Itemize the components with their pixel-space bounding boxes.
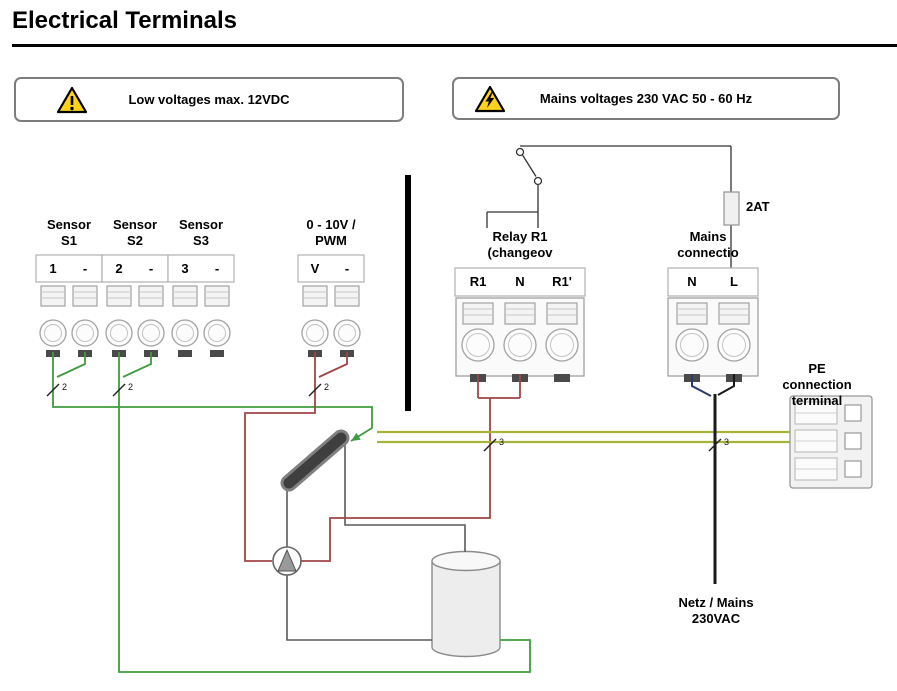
wire-count-mains: 3 — [724, 437, 730, 447]
divider-bar — [405, 175, 411, 411]
terminal-unit — [137, 285, 165, 357]
pin-label-relay-r1p: R1' — [552, 274, 572, 289]
netz-mains-label: Netz / Mains 230VAC — [678, 595, 754, 626]
pin-label-mains-n: N — [687, 274, 697, 289]
lightning-warning-icon — [474, 85, 506, 118]
pin-label-relay-n: N — [515, 274, 525, 289]
label-box-mains — [667, 267, 759, 297]
group-label-mains: Mains connectio — [677, 229, 739, 260]
title-rule — [12, 44, 897, 47]
pump — [272, 546, 302, 576]
group-label-relay: Relay R1 (changeov — [487, 229, 553, 260]
label-box-sensor1 — [35, 254, 103, 283]
wire-count-slashes — [46, 383, 722, 452]
wire-count-s1: 2 — [62, 382, 68, 392]
terminal-unit — [545, 302, 579, 382]
relay-switch-circuit — [486, 145, 732, 268]
wire-sensor-s2 — [118, 352, 531, 673]
pe-terminal-block — [789, 395, 873, 489]
group-label-pwm: 0 - 10V / PWM — [306, 217, 356, 248]
page-title: Electrical Terminals — [12, 7, 237, 34]
pin-label-s3-3: 3 — [181, 261, 189, 276]
mains-warning-text: Mains voltages 230 VAC 50 - 60 Hz — [539, 91, 753, 106]
pin-label-s3-m: - — [214, 261, 220, 276]
label-box-relay — [454, 267, 586, 297]
warning-triangle-icon — [56, 86, 88, 119]
pin-label-s2-2: 2 — [115, 261, 123, 276]
terminal-unit — [71, 285, 99, 357]
pin-label-mains-l: L — [730, 274, 738, 289]
mains-warning-box: Mains voltages 230 VAC 50 - 60 Hz — [452, 77, 840, 120]
pin-label-s1-1: 1 — [49, 261, 57, 276]
group-label-sensor2: Sensor S2 — [112, 217, 158, 248]
label-box-pwm — [297, 254, 365, 283]
group-label-sensor1: Sensor S1 — [46, 217, 92, 248]
wire-sensor-s1 — [52, 352, 373, 442]
terminal-unit — [105, 285, 133, 357]
wire-pwm — [244, 352, 348, 562]
group-label-sensor3: Sensor S3 — [178, 217, 224, 248]
pin-label-s2-m: - — [148, 261, 154, 276]
storage-tank — [431, 550, 501, 658]
pipes — [286, 442, 466, 641]
pin-label-pwm-m: - — [344, 261, 350, 276]
group-label-pe: PE connection terminal — [782, 361, 852, 408]
terminal-unit — [171, 285, 199, 357]
terminal-unit — [675, 302, 709, 382]
low-voltage-warning-text: Low voltages max. 12VDC — [128, 92, 290, 107]
terminal-unit — [39, 285, 67, 357]
wire-mains-neutral — [691, 374, 712, 397]
terminal-units — [39, 285, 751, 382]
terminal-unit — [333, 285, 361, 357]
wire-relay-r1 — [301, 374, 521, 562]
terminal-label-boxes — [35, 254, 759, 297]
wire-pe — [377, 430, 790, 444]
label-box-sensor2 — [101, 254, 169, 283]
wire-count-relay: 3 — [499, 437, 505, 447]
terminal-unit — [203, 285, 231, 357]
pin-label-s1-m: - — [82, 261, 88, 276]
fuse-2at — [723, 191, 740, 226]
solar-collector — [280, 429, 350, 492]
wire-count-pwm: 2 — [324, 382, 330, 392]
pin-label-relay-r1: R1 — [469, 274, 487, 289]
wire-count-s2: 2 — [128, 382, 134, 392]
collector-sensor-arrowhead — [351, 432, 361, 441]
fuse-label: 2AT — [746, 199, 770, 214]
pin-label-pwm-v: V — [310, 261, 320, 276]
wire-mains-feed — [713, 374, 735, 584]
label-box-sensor3 — [167, 254, 235, 283]
low-voltage-warning-box: Low voltages max. 12VDC — [14, 77, 404, 122]
terminal-unit — [301, 285, 329, 357]
